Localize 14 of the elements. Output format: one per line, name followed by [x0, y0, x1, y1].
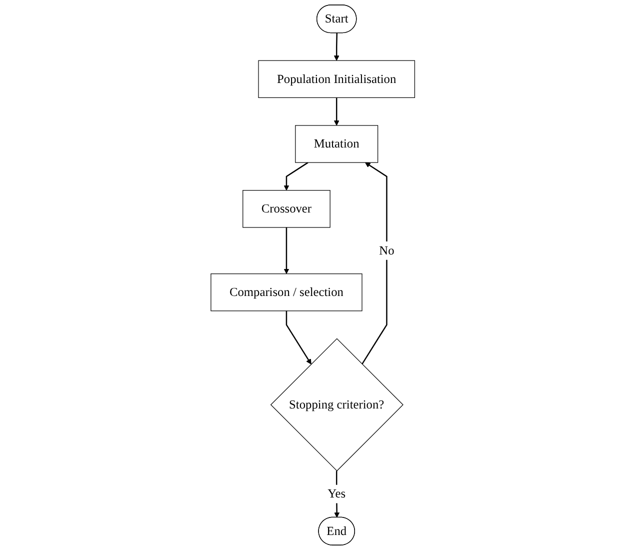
arrow — [361, 162, 388, 364]
edge-label: No — [378, 244, 394, 258]
node-box: Mutation — [294, 125, 378, 163]
arrow — [334, 33, 339, 61]
arrow — [334, 98, 339, 126]
arrow — [283, 162, 308, 191]
node-box: Comparison / selection — [210, 274, 362, 312]
edge-label: Yes — [327, 487, 346, 501]
node-box: Crossover — [242, 190, 330, 228]
arrow — [283, 227, 289, 274]
arrow — [334, 470, 340, 518]
node-diamond: Stopping criterion? — [270, 338, 404, 472]
arrow — [286, 310, 312, 364]
node-box: Population Initialisation — [258, 60, 415, 98]
